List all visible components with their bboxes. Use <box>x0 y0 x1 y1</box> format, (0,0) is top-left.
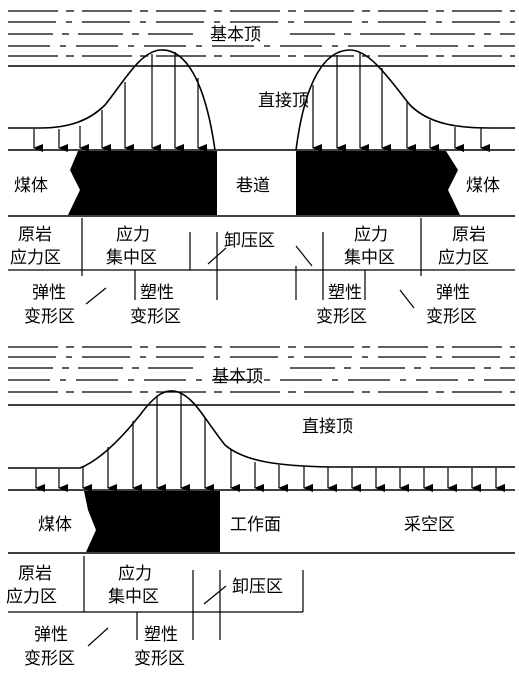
bottom-elastic-l1: 弹性 <box>34 625 68 645</box>
top-roof-label: 基本顶 <box>210 25 261 45</box>
top-plastic-zone-left <box>68 151 217 215</box>
bottom-goaf-label: 采空区 <box>404 515 455 535</box>
bottom-diagram: 基本顶 直接顶 煤体 工作 <box>6 346 515 669</box>
top-coal-right-label: 煤体 <box>466 176 500 196</box>
top-roof-strata <box>8 10 515 67</box>
bottom-conc-l2: 集中区 <box>108 587 159 607</box>
bottom-original-l2: 应力区 <box>6 587 57 607</box>
top-stress-arrows <box>33 52 490 152</box>
top-conc-left-l1: 应力 <box>116 225 150 245</box>
top-diagram: 基本顶 直接顶 煤体 <box>8 10 515 327</box>
top-plastic-left-l2: 变形区 <box>130 307 181 327</box>
top-conc-right-l1: 应力 <box>354 225 388 245</box>
bottom-relief-label: 卸压区 <box>232 577 283 597</box>
bottom-original-l1: 原岩 <box>18 564 52 584</box>
top-plastic-right-l2: 变形区 <box>316 307 367 327</box>
bottom-elastic-l2: 变形区 <box>24 649 75 669</box>
top-stress-curve-right <box>295 49 515 151</box>
top-conc-left-l2: 集中区 <box>106 248 157 268</box>
top-stress-curve-left <box>8 49 216 151</box>
bottom-working-face-label: 工作面 <box>230 515 281 535</box>
top-coal-left-label: 煤体 <box>14 176 48 196</box>
bottom-stress-curve <box>8 390 515 469</box>
bottom-roof-label: 基本顶 <box>212 367 263 387</box>
bottom-plastic-l1: 塑性 <box>144 625 178 645</box>
top-original-right-l1: 原岩 <box>452 225 486 245</box>
top-zone-dividers <box>8 218 515 309</box>
top-original-right-l2: 应力区 <box>438 248 489 268</box>
bottom-plastic-zone <box>84 491 220 552</box>
bottom-stress-arrows <box>35 393 505 492</box>
top-elastic-right-l1: 弹性 <box>436 283 470 303</box>
top-plastic-zone-right <box>296 151 460 215</box>
top-elastic-left-l2: 变形区 <box>24 307 75 327</box>
bottom-zone-dividers <box>8 556 304 647</box>
bottom-immediate-roof-label: 直接顶 <box>302 417 353 437</box>
top-elastic-left-l1: 弹性 <box>32 283 66 303</box>
top-original-left-l1: 原岩 <box>18 225 52 245</box>
bottom-coal-label: 煤体 <box>38 515 72 535</box>
top-plastic-left-l1: 塑性 <box>140 283 174 303</box>
top-immediate-roof-label: 直接顶 <box>258 91 309 111</box>
bottom-roof-strata <box>8 346 515 406</box>
top-elastic-right-l2: 变形区 <box>426 307 477 327</box>
top-original-left-l2: 应力区 <box>10 248 61 268</box>
bottom-plastic-l2: 变形区 <box>134 649 185 669</box>
bottom-conc-l1: 应力 <box>118 564 152 584</box>
top-relief-label: 卸压区 <box>224 231 275 251</box>
top-plastic-right-l1: 塑性 <box>328 283 362 303</box>
top-conc-right-l2: 集中区 <box>344 248 395 268</box>
top-roadway-label: 巷道 <box>236 176 270 196</box>
